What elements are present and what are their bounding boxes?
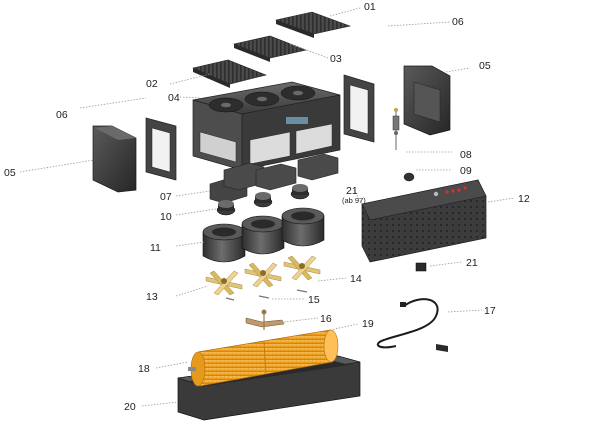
- part-02-grille-front: [192, 59, 267, 88]
- label-part-06-left: 06: [56, 109, 68, 121]
- label-part-08: 08: [460, 149, 472, 161]
- leader-lines: [19, 7, 515, 407]
- label-part-14: 14: [350, 273, 362, 285]
- label-part-17: 17: [484, 305, 496, 317]
- part-labels: 01 02 03 04 05 05 06 06 07 08 09 10 11 1…: [4, 1, 530, 413]
- label-part-12: 12: [518, 193, 530, 205]
- power-cable-icon: [376, 298, 448, 352]
- impeller-icon: [205, 255, 321, 296]
- label-part-15: 15: [308, 294, 320, 306]
- part-06-right-frame: [343, 74, 375, 143]
- label-part-19: 19: [362, 318, 374, 330]
- part-05-left-cap: [92, 125, 137, 193]
- label-part-07: 07: [160, 191, 172, 203]
- label-part-16: 16: [320, 313, 332, 325]
- label-part-11: 11: [150, 242, 161, 254]
- label-part-05-left: 05: [4, 167, 16, 179]
- part-08-terminal: [392, 108, 400, 150]
- label-part-20: 20: [124, 401, 136, 413]
- fan-housing-icon: [202, 207, 325, 263]
- label-part-10: 10: [160, 211, 172, 223]
- part-10-motor-caps: [216, 184, 310, 216]
- part-01-top-grille: [274, 11, 352, 38]
- label-part-05-right: 05: [479, 60, 491, 72]
- part-06-left-frame: [145, 117, 177, 181]
- label-part-21-top: 21: [346, 185, 358, 197]
- part-05-right-cap: [403, 65, 451, 136]
- label-part-02: 02: [146, 78, 158, 90]
- label-part-03: 03: [330, 53, 342, 65]
- part-07-baffles: [209, 153, 339, 204]
- part-15-pins: [225, 289, 308, 301]
- part-02-grille-middle: [232, 35, 308, 62]
- label-part-06-right: 06: [452, 16, 464, 28]
- part-21-switch: [415, 262, 427, 272]
- label-part-09: 09: [460, 165, 472, 177]
- label-part-04: 04: [168, 92, 180, 104]
- label-part-13: 13: [146, 291, 158, 303]
- part-16-coupling: [245, 309, 285, 330]
- part-09-knob: [403, 172, 415, 182]
- part-04-main-housing: [192, 81, 341, 171]
- label-part-18: 18: [138, 363, 150, 375]
- filter-roller-icon: [188, 329, 339, 387]
- label-part-21-note: (ab 97): [342, 196, 366, 205]
- part-12-front-panel: [361, 179, 487, 263]
- part-03-fan-group: [208, 85, 316, 113]
- label-part-21-right: 21: [466, 257, 478, 269]
- label-part-01: 01: [364, 1, 376, 13]
